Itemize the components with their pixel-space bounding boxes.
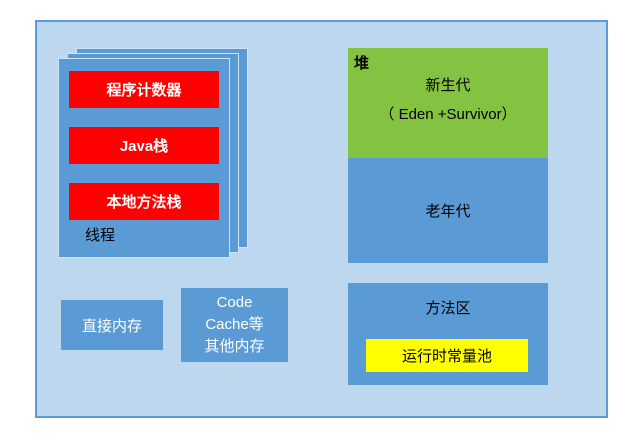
runtime-constant-pool-label: 运行时常量池 <box>401 348 492 365</box>
heap-label: 堆 <box>354 55 370 72</box>
code-cache-line-2: Cache等 <box>205 316 264 334</box>
direct-memory-box: 直接内存 <box>61 300 163 350</box>
heap-box: 堆 新生代 （ Eden +Survivor） 老年代 <box>348 48 548 263</box>
code-cache-line-3: 其他内存 <box>204 337 265 355</box>
young-generation-box: 堆 新生代 （ Eden +Survivor） <box>348 48 548 158</box>
thread-card-front: 程序计数器 Java栈 本地方法栈 线程 <box>58 58 230 258</box>
native-method-stack-box: 本地方法栈 <box>69 183 219 220</box>
young-generation-title: 新生代 <box>425 77 471 94</box>
java-stack-box: Java栈 <box>69 127 219 164</box>
java-stack-label: Java栈 <box>119 138 169 155</box>
program-counter-box: 程序计数器 <box>69 71 219 108</box>
native-method-stack-label: 本地方法栈 <box>106 194 182 211</box>
old-generation-box: 老年代 <box>348 158 548 263</box>
code-cache-box: Code Cache等 其他内存 <box>181 288 288 362</box>
runtime-constant-pool-box: 运行时常量池 <box>366 339 528 372</box>
method-area-box: 方法区 运行时常量池 <box>348 283 548 385</box>
jvm-memory-diagram-panel: 程序计数器 Java栈 本地方法栈 线程 直接内存 Code Cache等 其他… <box>35 20 608 418</box>
method-area-label: 方法区 <box>425 300 471 317</box>
thread-label: 线程 <box>85 227 116 244</box>
program-counter-label: 程序计数器 <box>106 82 182 99</box>
direct-memory-label: 直接内存 <box>81 317 142 335</box>
code-cache-line-1: Code <box>216 294 253 312</box>
young-generation-subtitle: （ Eden +Survivor） <box>379 106 517 123</box>
old-generation-label: 老年代 <box>425 203 471 220</box>
thread-stack: 程序计数器 Java栈 本地方法栈 线程 <box>58 48 250 260</box>
